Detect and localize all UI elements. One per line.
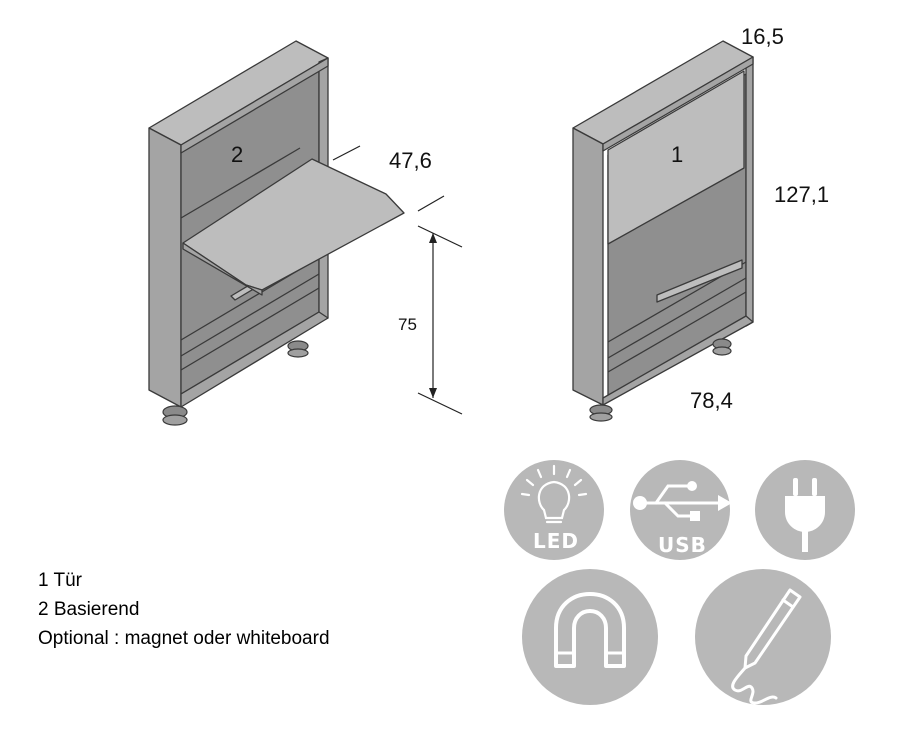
legend: 1 Tür 2 Basierend Optional : magnet oder… [38, 566, 330, 653]
dimension-depth-shelf: 47,6 [389, 148, 432, 173]
legend-item-basis: 2 Basierend [38, 599, 140, 620]
led-bulb-icon: LED [504, 460, 604, 560]
dimension-table-height: 75 [398, 315, 417, 334]
usb-icon: USB [630, 460, 732, 560]
power-plug-icon [755, 460, 855, 560]
led-label: LED [533, 529, 579, 553]
cabinet-closed-door [572, 40, 754, 422]
dimension-total-height: 127,1 [774, 182, 829, 207]
usb-label: USB [658, 533, 707, 557]
part-label-basis: 2 [231, 142, 243, 167]
dimension-lines-left [332, 145, 463, 415]
magnet-icon [522, 569, 658, 705]
cabinet-open-with-table [148, 40, 405, 426]
dimension-width: 78,4 [690, 388, 733, 413]
part-label-door: 1 [671, 142, 683, 167]
dimension-top-depth: 16,5 [741, 24, 784, 49]
whiteboard-pen-icon [695, 569, 831, 705]
legend-item-door: 1 Tür [38, 570, 83, 591]
legend-item-optional: Optional : magnet oder whiteboard [38, 628, 330, 649]
